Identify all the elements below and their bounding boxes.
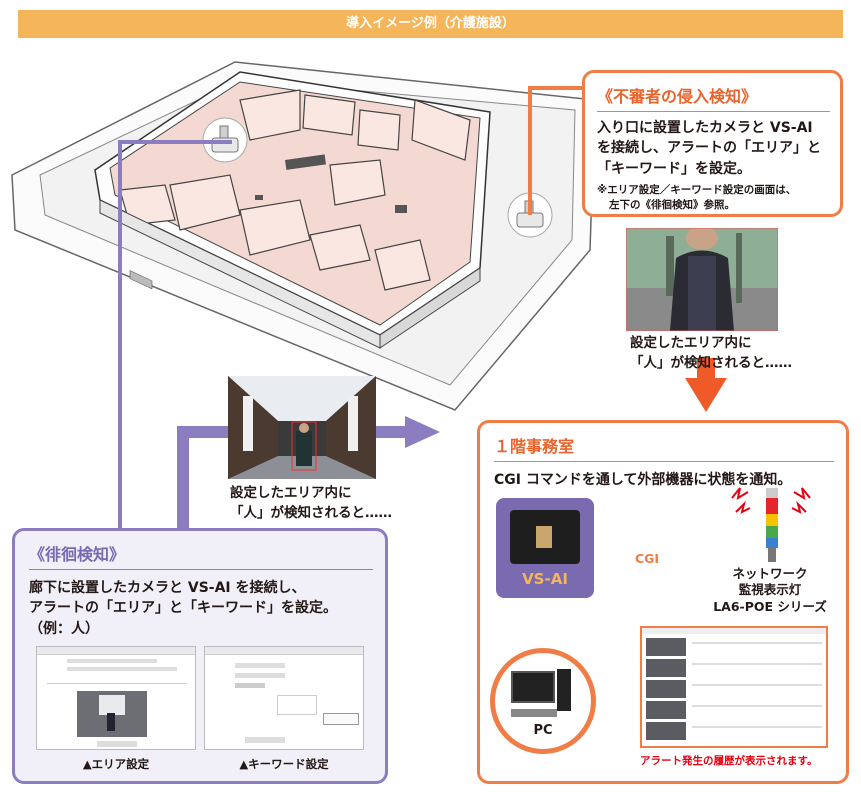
wandering-title: 《徘徊検知》 [29,545,126,564]
pc-circle: PC [490,648,596,754]
intrusion-detected-caption: 設定したエリア内に 「人」が検知されると…… [630,334,792,373]
wandering-body-line1: 廊下に設置したカメラと VS-AI を接続し、 [29,580,306,596]
intrusion-caption-line2: 「人」が検知されると…… [630,354,792,371]
camera-icon-entrance [507,192,553,238]
hallway-caption-line1: 設定したエリア内に [230,485,352,501]
wandering-body-line3: （例：人） [29,620,99,637]
office-title: １階事務室 [494,437,575,456]
area-setting-screenshot [36,646,196,750]
network-light-icon [752,484,792,562]
pc-label: PC [533,723,553,738]
office-body: CGI コマンドを通して外部機器に状態を通知。 [494,472,792,488]
alert-burst-icon [731,487,811,514]
light-label-line2: 監視表示灯 [738,582,802,598]
intrusion-body-line1: 入り口に設置したカメラと VS-AI [597,120,813,136]
network-light-label: ネットワーク 監視表示灯 LA6-POE シリーズ [700,566,840,615]
alert-history-note: アラート発生の履歴が表示されます。 [640,755,818,767]
camera-icon-hallway [202,117,248,163]
intrusion-note-line1: ※エリア設定／キーワード設定の画面は、 [597,183,797,196]
hallway-camera-photo [228,376,376,479]
intrusion-title: 《不審者の侵入検知》 [597,87,758,106]
intrusion-note-line2: 左下の《徘徊検知》参照。 [609,199,735,212]
hallway-caption-line2: 「人」が検知されると…… [230,504,392,521]
intrusion-body-line3: 「キーワード」を設定。 [597,160,751,177]
keyword-setting-screenshot [204,646,364,750]
light-label-line1: ネットワーク [732,566,808,581]
intrusion-camera-photo [626,228,778,331]
wandering-body-line2: アラートの「エリア」と「キーワード」を設定。 [29,600,337,617]
cgi-label: CGI [634,551,660,566]
light-label-line3: LA6-POE シリーズ [713,598,827,614]
hallway-detected-caption: 設定したエリア内に 「人」が検知されると…… [230,484,392,523]
alert-history-screenshot [640,626,828,748]
intrusion-detection-box: 《不審者の侵入検知》 入り口に設置したカメラと VS-AI を接続し、アラートの… [582,70,843,217]
intrusion-body-line2: を接続し、アラートの「エリア」と [597,140,821,157]
area-setting-caption: ▲エリア設定 [82,757,150,771]
banner-title: 導入イメージ例（介護施設） [18,10,843,38]
vs-ai-label: VS-AI [522,570,568,588]
vs-ai-device: VS-AI [496,498,594,598]
keyword-setting-caption: ▲キーワード設定 [239,757,329,771]
intrusion-caption-line1: 設定したエリア内に [630,335,752,351]
